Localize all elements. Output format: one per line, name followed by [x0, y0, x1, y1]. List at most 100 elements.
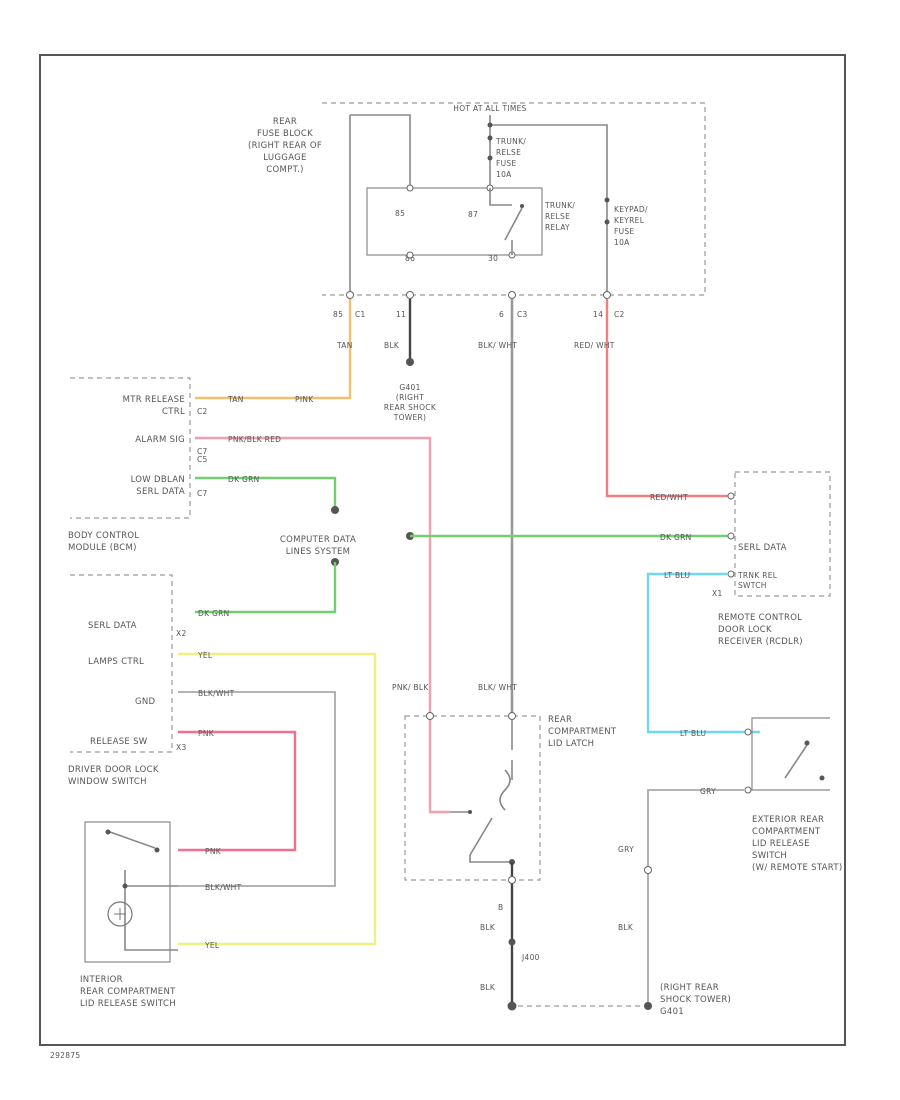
pin-85: 85: [333, 310, 343, 319]
interior-title-2: REAR COMPARTMENT: [80, 987, 176, 997]
gry-wire: [647, 789, 744, 1006]
fuse-block-title-5: COMPT.): [266, 165, 303, 175]
exterior-title-4: SWITCH: [752, 851, 787, 861]
pin-c2: C2: [614, 310, 625, 319]
trunk-fuse-label-2: RELSE: [496, 148, 521, 157]
bcm-pin-2: C7: [197, 447, 208, 456]
blk-label-1: BLK: [384, 341, 400, 350]
trunk-fuse-label-4: 10A: [496, 170, 512, 179]
g401-label-4: TOWER): [393, 413, 427, 422]
blk-wht-label-4: BLK/WHT: [205, 883, 242, 892]
ground-g401-top: [406, 358, 414, 366]
driver-title-1: DRIVER DOOR LOCK: [68, 765, 159, 775]
bcm-title-2: MODULE (BCM): [68, 543, 137, 553]
exterior-title-1: EXTERIOR REAR: [752, 815, 824, 825]
j400-label: J400: [521, 953, 540, 962]
rcdlr-conn: X1: [712, 589, 723, 598]
pin-c1: C1: [355, 310, 366, 319]
illumination-lamp-icon: [107, 901, 133, 927]
dk-grn-label-3: DK GRN: [198, 609, 230, 618]
latch-title-2: COMPARTMENT: [548, 727, 617, 737]
trunk-release-relay-box: [366, 187, 543, 256]
red-wht-wire: [605, 299, 728, 498]
bcm-pin-4: C7: [197, 489, 208, 498]
blk-wht-label-3: BLK/WHT: [198, 689, 235, 698]
exterior-lid-release-switch: EXTERIOR REAR COMPARTMENT LID RELEASE SW…: [744, 717, 843, 873]
ground-right-3: G401: [660, 1007, 684, 1017]
lt-blu-label-2: LT BLU: [680, 729, 706, 738]
bcm-alarm-sig: ALARM SIG: [135, 435, 185, 445]
pin-6: 6: [499, 310, 504, 319]
pnk-label-2: PNK: [205, 847, 222, 856]
diagram-frame: [39, 54, 846, 1046]
yel-label-1: YEL: [197, 651, 213, 660]
keypad-fuse-label-4: 10A: [614, 238, 630, 247]
latch-title-3: LID LATCH: [548, 739, 594, 749]
driver-serial: SERL DATA: [88, 621, 137, 631]
relay-pin-85: 85: [395, 209, 405, 218]
relay-coil-feed: [350, 114, 411, 188]
remote-control-door-lock-receiver: SERL DATA TRNK REL SWTCH X1 REMOTE CONTR…: [712, 471, 831, 647]
blk-label-3: BLK: [480, 983, 496, 992]
rcdlr-trnk-rel-1: TRNK REL: [737, 571, 778, 580]
splice-title-2: LINES SYSTEM: [286, 547, 351, 557]
driver-gnd: GND: [135, 697, 156, 707]
pnk-label-1: PNK: [198, 729, 215, 738]
tan-wire: [195, 299, 352, 400]
g401-label-2: (RIGHT: [396, 393, 424, 402]
yel-lamps-wire: [178, 652, 377, 946]
dk-grn-bcm-wire: [195, 476, 337, 510]
pnk-blk-alarm-wire: [195, 436, 450, 814]
bcm-mtr-release-2: CTRL: [162, 407, 185, 417]
exterior-title-5: (W/ REMOTE START): [752, 863, 843, 873]
dk-grn-driver-wire: [195, 562, 337, 614]
ground-right-1: (RIGHT REAR: [660, 983, 719, 993]
driver-door-lock-window-switch: SERL DATA LAMPS CTRL GND RELEASE SW X2 X…: [68, 574, 187, 787]
fuse-block-title-4: LUGGAGE: [263, 153, 306, 163]
driver-lamps: LAMPS CTRL: [88, 657, 144, 667]
tan-pink-label: PINK: [295, 395, 314, 404]
rcdlr-title-1: REMOTE CONTROL: [718, 613, 802, 623]
keypad-fuse-feed: [490, 124, 608, 295]
bcm-mtr-release-1: MTR RELEASE: [123, 395, 185, 405]
trunk-relay-label-2: RELSE: [545, 212, 570, 221]
blk-wht-label-2: BLK/ WHT: [478, 683, 517, 692]
trunk-relay-label-3: RELAY: [545, 223, 570, 232]
pin-11: 11: [396, 310, 406, 319]
gry-label-1: GRY: [700, 787, 716, 796]
red-wht-label-h: RED/WHT: [650, 493, 688, 502]
lt-blu-wire: [646, 572, 760, 734]
driver-conn-x3: X3: [176, 743, 187, 752]
fuse-block-title-1: REAR: [273, 117, 297, 127]
splice-title-1: COMPUTER DATA: [280, 535, 356, 545]
rear-compartment-lid-latch: REAR COMPARTMENT LID LATCH: [404, 712, 617, 881]
bcm-pin-1: C2: [197, 407, 208, 416]
interior-title-3: LID RELEASE SWITCH: [80, 999, 176, 1009]
trunk-fuse-label-1: TRUNK/: [495, 137, 526, 146]
g401-label-3: REAR SHOCK: [384, 403, 437, 412]
interior-title-1: INTERIOR: [80, 975, 123, 985]
figure-id: 292875: [50, 1051, 80, 1060]
relay-contact: [504, 207, 523, 241]
blk-wht-label-1: BLK/ WHT: [478, 341, 517, 350]
splice-b-label: B: [498, 903, 503, 912]
trunk-fuse-label-3: FUSE: [496, 159, 517, 168]
bcm-title-1: BODY CONTROL: [68, 531, 139, 541]
yel-label-2: YEL: [204, 941, 220, 950]
driver-title-2: WINDOW SWITCH: [68, 777, 147, 787]
relay-pin-30: 30: [488, 254, 498, 263]
blk-wht-gnd-wire: [178, 691, 336, 887]
pnk-release-wire: [178, 730, 297, 852]
bcm-low-serial-2: SERL DATA: [136, 487, 185, 497]
ground-right-2: SHOCK TOWER): [660, 995, 731, 1005]
dk-grn-label-2: DK GRN: [660, 533, 692, 542]
fuse-block-title-3: (RIGHT REAR OF: [248, 141, 322, 151]
pin-c3: C3: [517, 310, 528, 319]
fuse-block-title-2: FUSE BLOCK: [257, 129, 313, 139]
splice-j400: [508, 938, 516, 946]
rcdlr-trnk-rel-2: SWTCH: [738, 581, 767, 590]
keypad-fuse-label-2: KEYREL: [614, 216, 645, 225]
latch-coil-icon: [499, 769, 511, 811]
keypad-fuse-label-1: KEYPAD/: [614, 205, 648, 214]
exterior-switch-contact: [784, 744, 808, 779]
